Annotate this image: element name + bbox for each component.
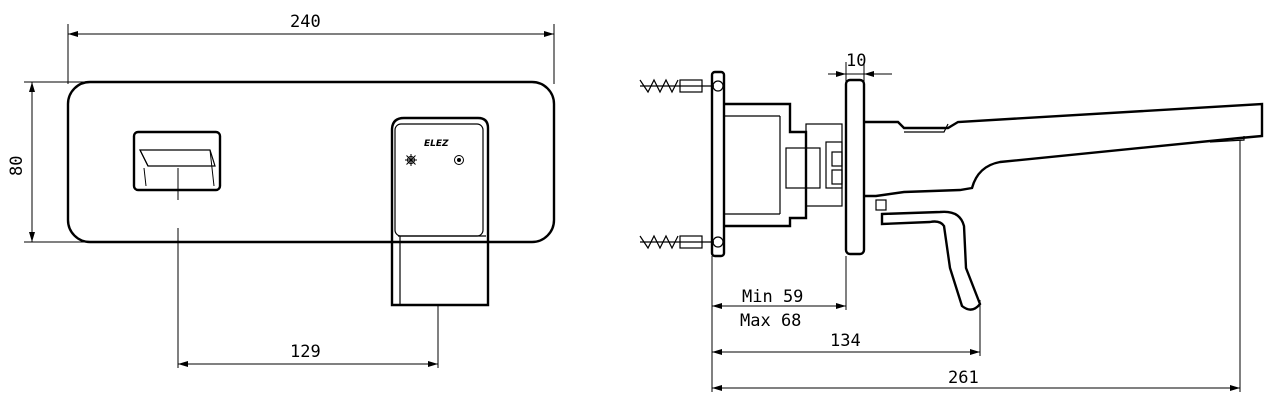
dimension-spout-reach: 134	[712, 300, 981, 356]
front-wall-plate	[66, 80, 556, 244]
dim-label-10: 10	[846, 51, 866, 71]
spout-outlet-front	[132, 130, 222, 192]
dimension-height: 80	[7, 81, 86, 243]
front-plate-side	[844, 78, 866, 256]
mounting-screw-top	[639, 78, 724, 94]
dimension-overall-depth: 261	[712, 140, 1241, 392]
dimension-wall-depth: Min 59 Max 68	[711, 256, 847, 392]
lever-side	[880, 210, 982, 311]
dimension-plate-thickness: 10	[828, 51, 892, 82]
dimension-width: 240	[67, 12, 555, 84]
dim-label-261: 261	[948, 368, 979, 388]
dim-label-min: Min 59	[742, 287, 803, 307]
dim-label-134: 134	[830, 331, 861, 351]
dim-label-240: 240	[290, 12, 321, 32]
dim-label-max: Max 68	[740, 311, 801, 331]
dimension-spout-offset: 129	[177, 168, 439, 368]
front-view: ELEZ 240	[7, 12, 556, 368]
valve-body	[724, 102, 843, 228]
spout-side	[864, 102, 1264, 211]
rear-flange	[710, 70, 726, 258]
side-view: 10 Min 59 Max 68 134 261	[639, 51, 1264, 392]
mounting-screw-bottom	[639, 234, 724, 250]
cold-indicator-icon	[454, 155, 464, 165]
dim-label-129: 129	[290, 342, 321, 362]
handle-front: ELEZ	[390, 116, 490, 307]
hot-indicator-icon	[405, 154, 417, 166]
brand-logo: ELEZ	[424, 139, 449, 149]
dim-label-80: 80	[7, 156, 27, 176]
